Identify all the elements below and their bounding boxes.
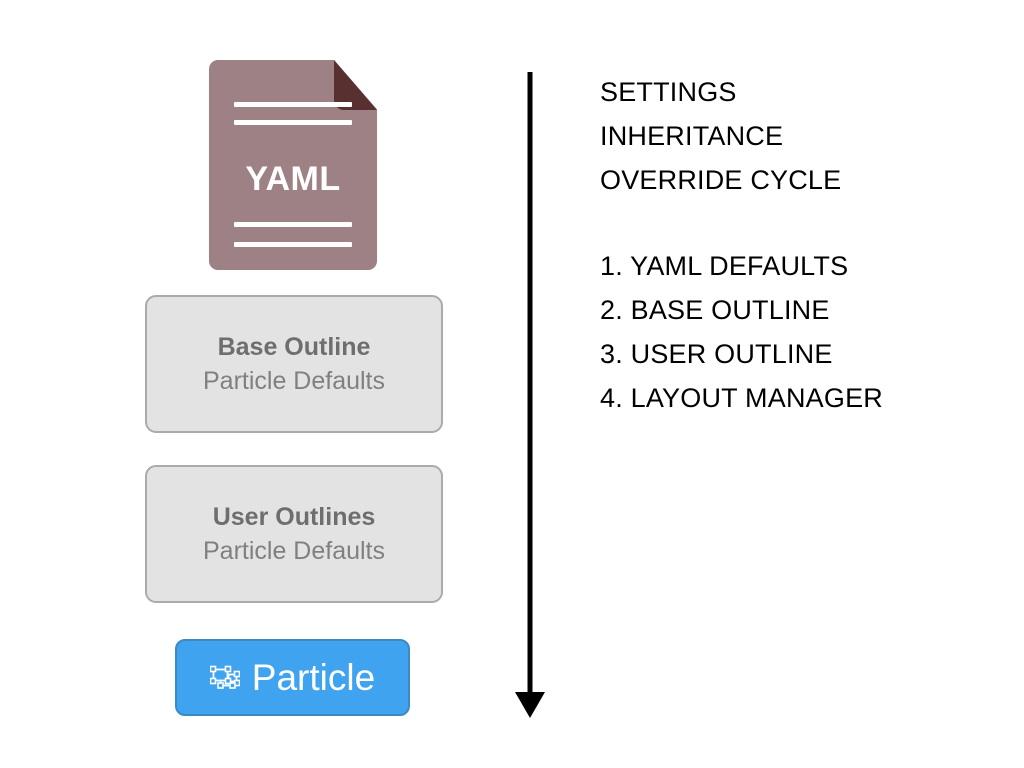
down-arrow-icon [515,72,545,718]
card-title: Base Outline [217,333,371,361]
card-title: User Outlines [212,503,376,531]
legend-spacer [600,202,1000,244]
legend-heading-line: SETTINGS [600,77,737,107]
user-outlines-card[interactable]: User Outlines Particle Defaults [145,465,443,603]
yaml-file-icon: YAML [209,60,377,270]
legend-text-block: SETTINGS INHERITANCE OVERRIDE CYCLE 1. Y… [600,70,1000,420]
particle-button-label: Particle [251,656,376,698]
legend-step-2: 2. BASE OUTLINE [600,295,830,325]
yaml-text-line [234,120,352,125]
legend-heading-line: INHERITANCE [600,121,784,151]
legend-heading-line: OVERRIDE CYCLE [600,165,842,195]
card-subtitle: Particle Defaults [202,367,386,395]
legend-step-3: 3. USER OUTLINE [600,339,833,369]
yaml-text-line [234,222,352,227]
particle-nodes-icon [209,665,240,689]
base-outline-card[interactable]: Base Outline Particle Defaults [145,295,443,433]
yaml-text-line [234,102,352,107]
legend-step-4: 4. LAYOUT MANAGER [600,383,883,413]
yaml-label: YAML [245,160,341,198]
legend-step-1: 1. YAML DEFAULTS [600,251,849,281]
card-subtitle: Particle Defaults [202,537,386,565]
particle-button[interactable]: Particle [175,639,410,716]
yaml-text-line [234,242,352,247]
